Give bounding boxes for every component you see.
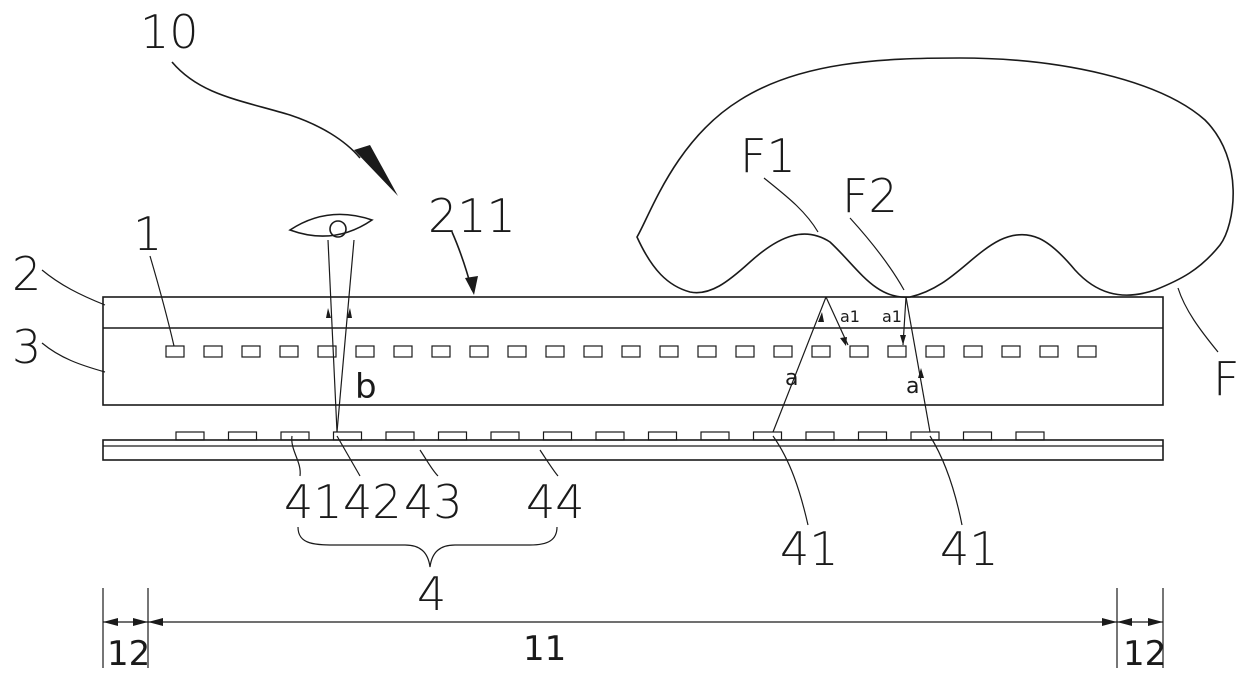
label-dim-center: 11 — [523, 629, 566, 669]
label-light-a: a — [785, 366, 798, 391]
sensor-cell — [356, 346, 374, 357]
light-source-cell — [544, 432, 572, 440]
display-panel — [103, 297, 1163, 405]
label-ridge: F1 — [740, 129, 796, 183]
sensor-cell — [660, 346, 678, 357]
light-source-cell — [1016, 432, 1044, 440]
light-source-41 — [911, 432, 939, 440]
sensor-cell — [622, 346, 640, 357]
light-source-cell — [649, 432, 677, 440]
sensor-cell — [242, 346, 260, 357]
label-device: 10 — [140, 5, 199, 59]
label-right-41-b: 41 — [940, 522, 999, 576]
sensor-cell — [432, 346, 450, 357]
sensor-cell — [166, 346, 184, 357]
light-source-cell — [386, 432, 414, 440]
device-leader-line — [172, 62, 360, 158]
light-source-cell — [334, 432, 362, 440]
label-source-41: 41 — [284, 475, 343, 529]
dimension-lines — [103, 588, 1163, 668]
light-source-cell — [701, 432, 729, 440]
sensor-cell — [736, 346, 754, 357]
label-layer-mid: 3 — [12, 320, 41, 374]
sensor-cell — [470, 346, 488, 357]
leader-right-41-a — [773, 436, 808, 525]
valley-leader — [850, 218, 904, 290]
light-source-cell — [964, 432, 992, 440]
leader-right-41-b — [930, 436, 962, 525]
ridge-leader — [764, 178, 818, 232]
label-light-a-second: a — [906, 374, 919, 399]
surface-arrowhead — [465, 276, 478, 295]
light-source-41 — [596, 432, 624, 440]
sensor-cell — [1002, 346, 1020, 357]
leader-42 — [337, 436, 360, 476]
light-source-cell — [806, 432, 834, 440]
sensor-cell — [204, 346, 222, 357]
label-finger: F — [1213, 352, 1239, 406]
sensor-cell — [1078, 346, 1096, 357]
leader-41 — [292, 436, 300, 476]
light-path-b — [326, 240, 354, 432]
label-dim-right: 12 — [1123, 634, 1166, 674]
sensor-cell — [546, 346, 564, 357]
sensor-cell — [812, 346, 830, 357]
sensor-cell — [850, 346, 868, 357]
light-source-41 — [281, 432, 309, 440]
label-source-42: 42 — [343, 475, 402, 529]
label-surface: 211 — [428, 189, 516, 243]
label-layer-top: 2 — [12, 247, 41, 301]
light-source-row — [176, 432, 1044, 440]
group-brace — [298, 527, 557, 567]
layer-mid-leader — [42, 343, 105, 372]
label-light-a1-second: a1 — [882, 307, 902, 326]
finger-leader — [1178, 288, 1218, 352]
sensor-cell — [584, 346, 602, 357]
sensor-leader — [150, 256, 174, 346]
label-source-44: 44 — [526, 475, 585, 529]
light-source-cell — [491, 432, 519, 440]
backplane — [103, 440, 1163, 460]
sensor-cell — [774, 346, 792, 357]
leader-43 — [420, 450, 438, 476]
light-source-cell — [176, 432, 204, 440]
sensor-row — [166, 346, 1096, 357]
eye-icon — [290, 214, 372, 237]
finger-outline — [637, 58, 1233, 297]
sensor-cell — [698, 346, 716, 357]
label-right-41-a: 41 — [780, 522, 839, 576]
sensor-cell — [926, 346, 944, 357]
label-group-4: 4 — [417, 567, 446, 621]
label-source-43: 43 — [404, 475, 463, 529]
light-source-41 — [754, 432, 782, 440]
sensor-cell — [508, 346, 526, 357]
sensor-cell — [1040, 346, 1058, 357]
label-sensor: 1 — [133, 207, 162, 261]
sensor-cell — [394, 346, 412, 357]
light-source-cell — [229, 432, 257, 440]
label-valley: F2 — [842, 169, 898, 223]
device-arrowhead — [354, 145, 398, 196]
light-source-cell — [859, 432, 887, 440]
sensor-cell — [280, 346, 298, 357]
leader-44 — [540, 450, 558, 476]
light-source-41 — [439, 432, 467, 440]
label-light-b: b — [355, 367, 377, 407]
layer-top-leader — [42, 270, 105, 305]
label-light-a1: a1 — [840, 307, 860, 326]
sensor-cell — [888, 346, 906, 357]
label-dim-left: 12 — [107, 634, 150, 674]
sensor-cell — [964, 346, 982, 357]
